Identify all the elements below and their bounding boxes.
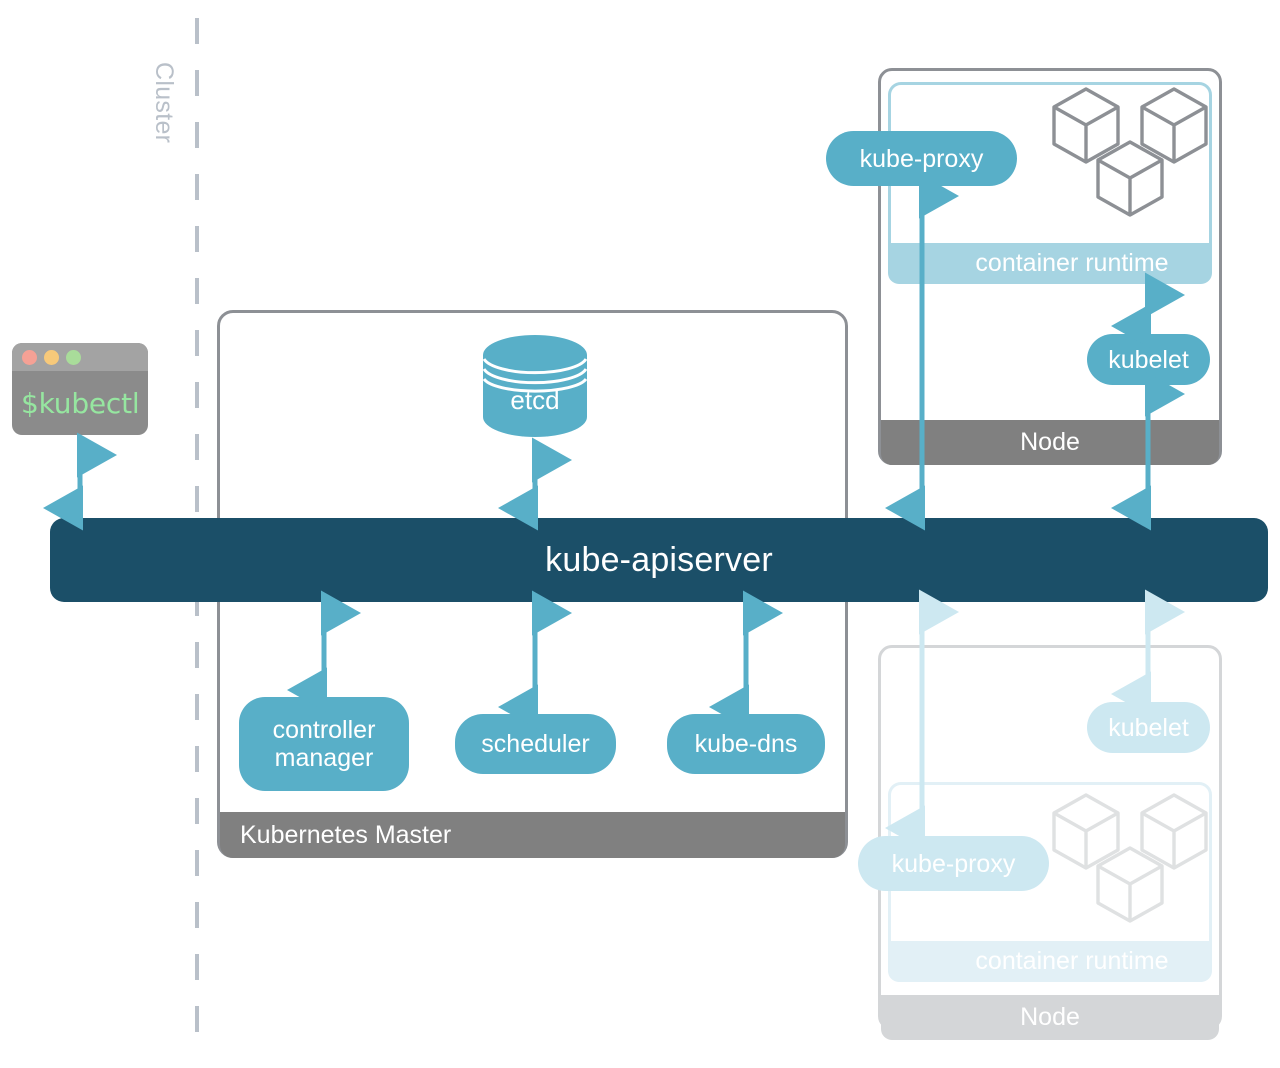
kubectl-prompt-text: $kubectl	[21, 386, 140, 420]
kube-dns-label: kube-dns	[694, 730, 798, 758]
node-top-label: Node	[1020, 428, 1080, 456]
node-bottom-kubelet-pill[interactable]: kubelet	[1087, 702, 1210, 753]
node-bottom-pods-three-cubes-icon	[1048, 790, 1212, 925]
node-top-container-runtime-label: container runtime	[975, 249, 1169, 277]
scheduler-label: scheduler	[481, 730, 590, 758]
node-top-kube-proxy-label: kube-proxy	[859, 144, 984, 173]
node-bottom-footer: Node	[881, 995, 1219, 1040]
node-top-kubelet-pill[interactable]: kubelet	[1087, 334, 1210, 385]
node-bottom-kube-proxy-pill[interactable]: kube-proxy	[858, 836, 1049, 891]
kube-apiserver-bar[interactable]: kube-apiserver	[50, 518, 1268, 602]
node-top-kubelet-label: kubelet	[1108, 345, 1189, 374]
kube-apiserver-label: kube-apiserver	[545, 540, 773, 579]
node-top-container-runtime-band: container runtime	[888, 243, 1212, 284]
minimize-dot-icon[interactable]	[44, 349, 59, 365]
kubernetes-master-label: Kubernetes Master	[240, 820, 452, 849]
node-bottom-kubelet-label: kubelet	[1108, 713, 1189, 742]
terminal-body: $kubectl	[12, 371, 148, 435]
close-dot-icon[interactable]	[22, 349, 37, 365]
kubectl-terminal-window[interactable]: $kubectl	[12, 343, 148, 435]
kube-dns-pill[interactable]: kube-dns	[667, 714, 825, 774]
node-bottom-label: Node	[1020, 1003, 1080, 1031]
kubernetes-master-footer: Kubernetes Master	[220, 812, 845, 858]
node-top-footer: Node	[881, 420, 1219, 465]
node-bottom-container-runtime-band: container runtime	[888, 941, 1212, 982]
cluster-label: Cluster	[150, 62, 178, 144]
etcd-node[interactable]: etcd	[481, 333, 589, 439]
node-top-kube-proxy-pill[interactable]: kube-proxy	[826, 131, 1017, 186]
maximize-dot-icon[interactable]	[66, 349, 81, 365]
scheduler-pill[interactable]: scheduler	[455, 714, 616, 774]
node-bottom-kube-proxy-label: kube-proxy	[891, 849, 1016, 878]
node-top-pods-three-cubes-icon	[1048, 84, 1212, 219]
node-bottom-container-runtime-label: container runtime	[975, 947, 1169, 975]
terminal-titlebar	[12, 343, 148, 371]
database-cylinder-icon	[482, 335, 588, 437]
